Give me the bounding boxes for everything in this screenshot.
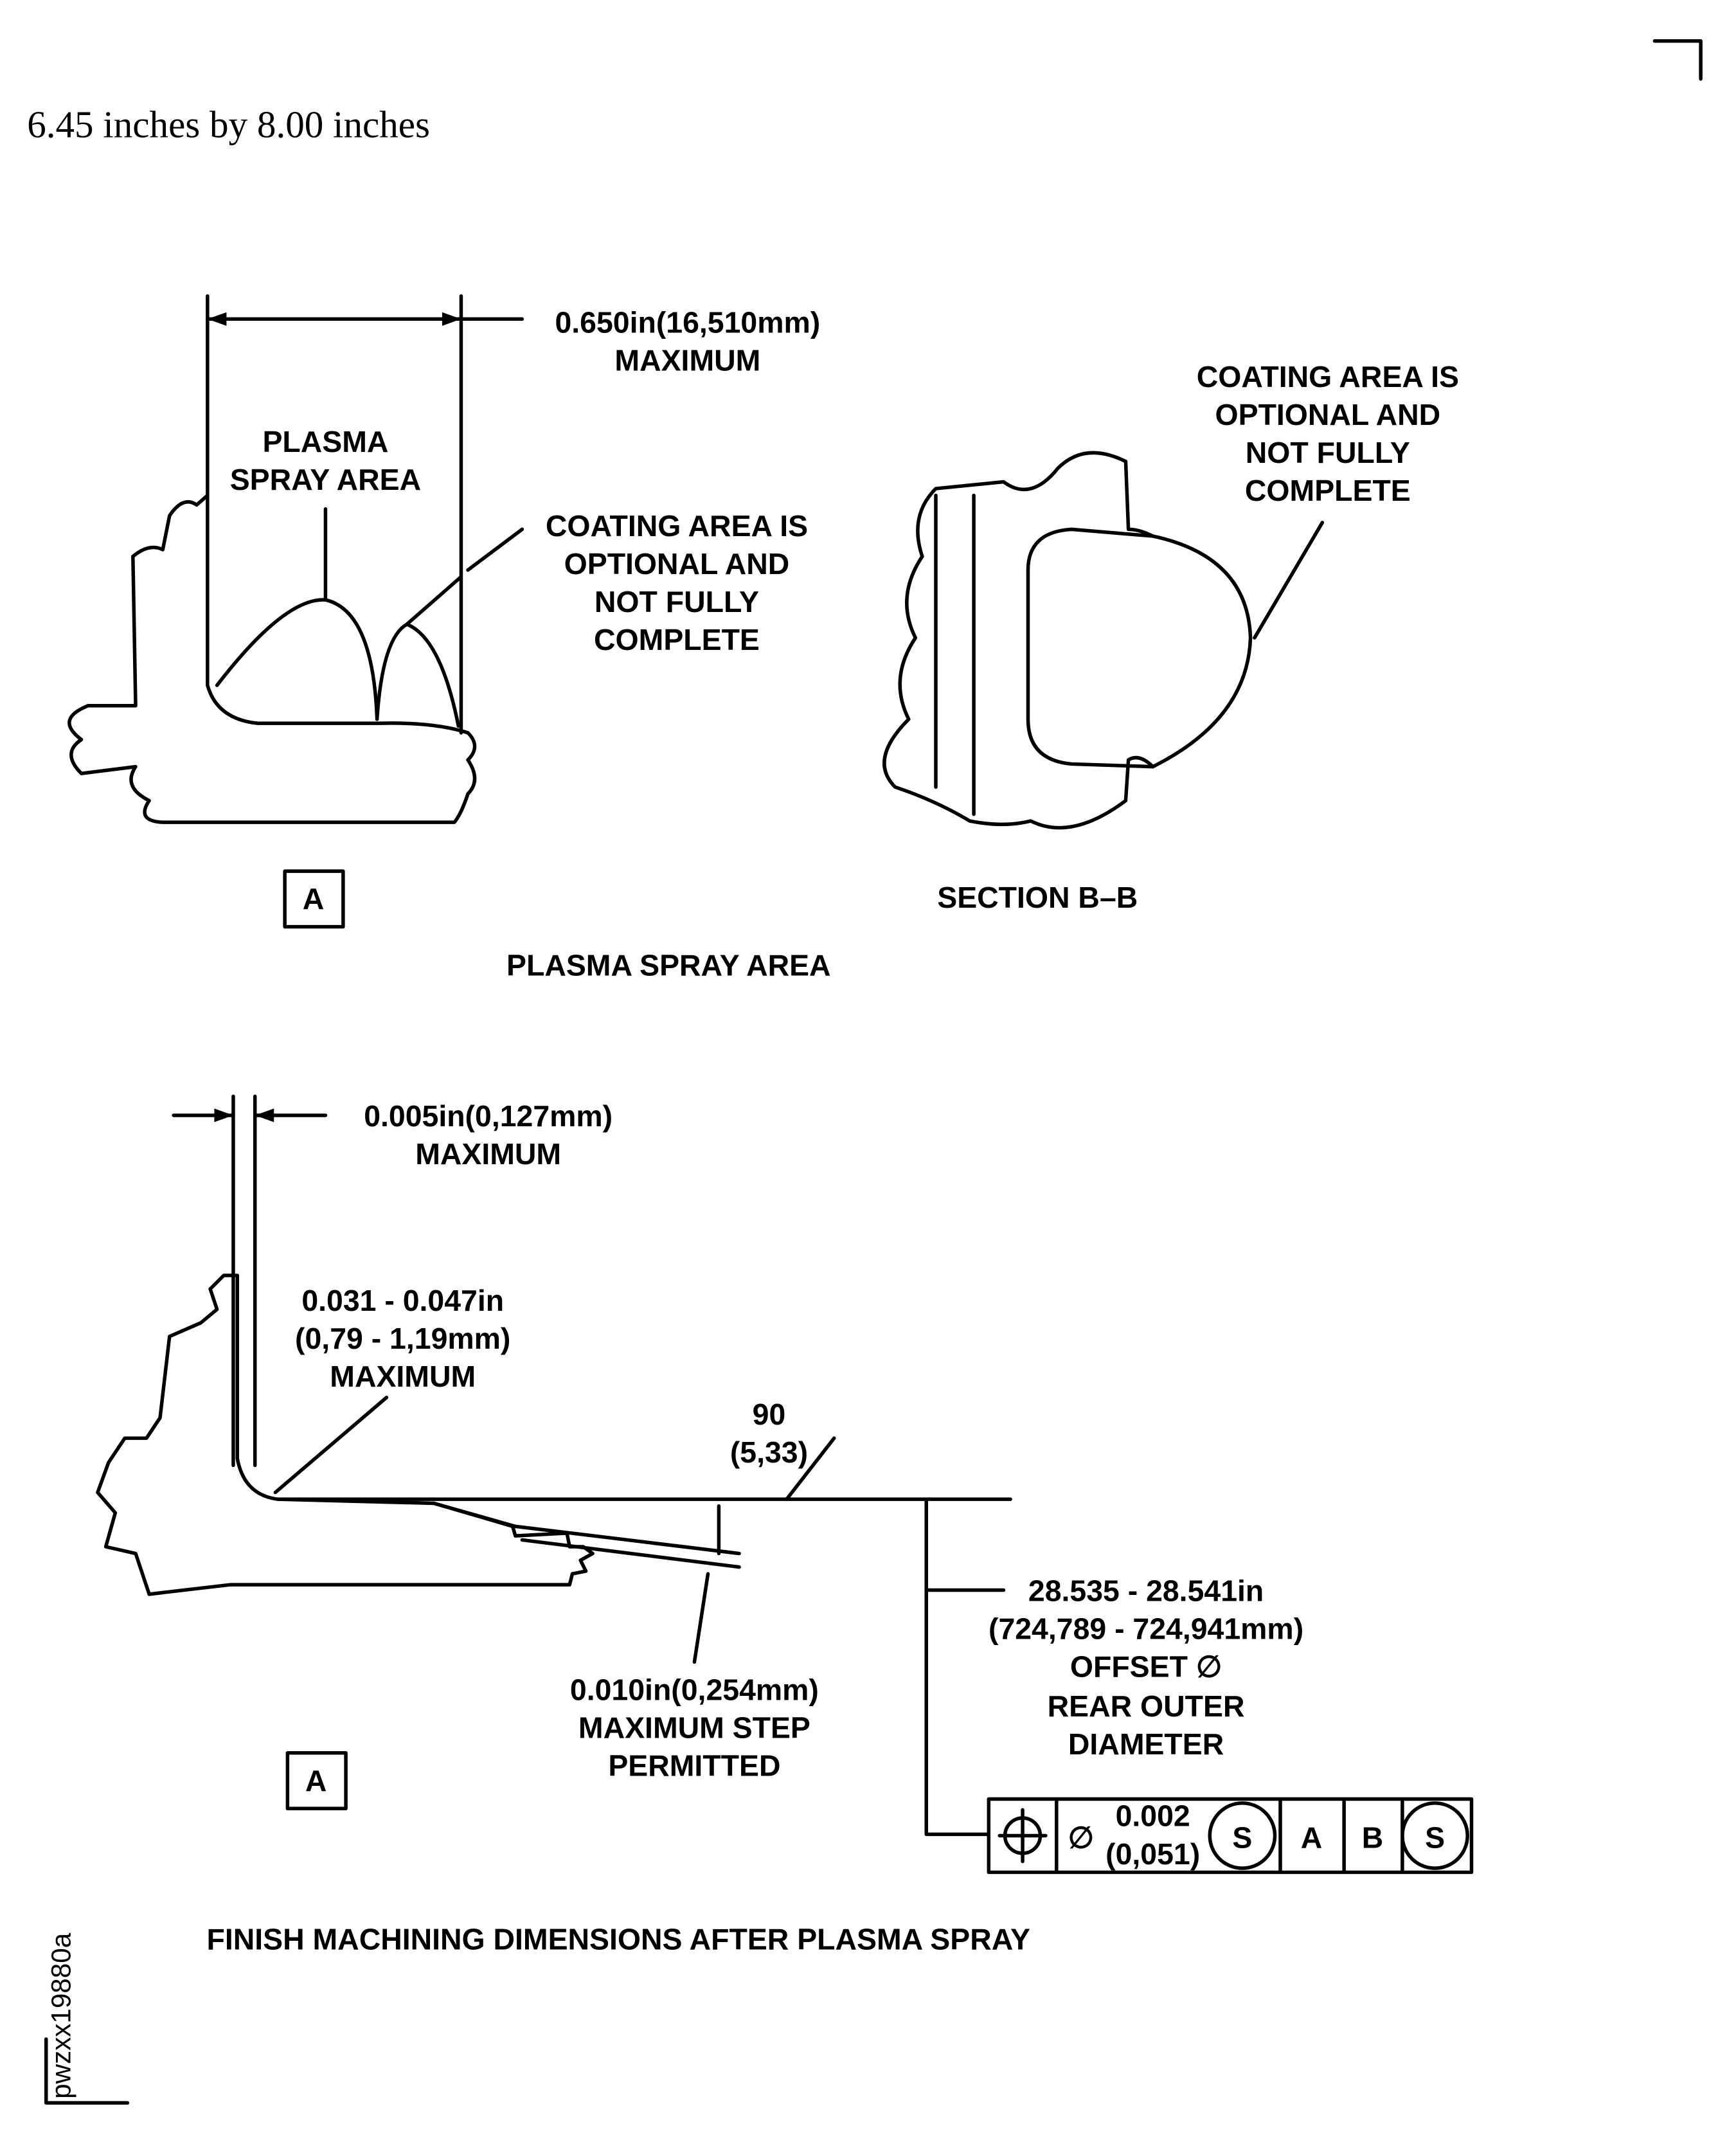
diameter-dim-2: (724,789 - 724,941mm) <box>989 1612 1303 1645</box>
coating-note-left-2: OPTIONAL AND <box>564 547 790 580</box>
surface-finish-metric: (5,33) <box>730 1436 808 1469</box>
fcf-modifier-circle-1 <box>1208 1801 1277 1870</box>
part-outline <box>67 294 477 824</box>
gap-extension-lines <box>231 1094 257 1468</box>
drawing-line <box>1253 521 1325 640</box>
diameter-dim-5: DIAMETER <box>1068 1727 1224 1761</box>
coating-note-right-4: COMPLETE <box>1245 474 1411 507</box>
coating-note-right-3: NOT FULLY <box>1246 436 1410 469</box>
plasma-spray-view: 0.650in(16,510mm) MAXIMUM PLASMA SPRAY A… <box>67 294 820 929</box>
radius-dim-1: 0.031 - 0.047in <box>301 1284 504 1317</box>
view-label-a-bottom: A <box>305 1764 327 1797</box>
fcf-modifier-circle-2 <box>1400 1801 1469 1870</box>
drawing-line <box>998 1808 1048 1864</box>
coating-note-right-1: COATING AREA IS <box>1197 360 1459 393</box>
spray-arc-1 <box>215 598 379 721</box>
drawing-line <box>987 1797 1474 1875</box>
drawing-line <box>405 575 463 626</box>
coating-note-left-3: NOT FULLY <box>595 585 759 618</box>
drawing-line <box>1055 1797 1404 1875</box>
plasma-label-2: SPRAY AREA <box>230 463 421 496</box>
fcf-tolerance: 0.002 <box>1116 1799 1190 1833</box>
view-label-box <box>283 869 345 929</box>
drawing-line <box>214 1108 274 1122</box>
drawing-line <box>785 1436 836 1501</box>
feature-control-frame: ∅ 0.002 (0,051) S A B S <box>987 1797 1474 1875</box>
top-caption: PLASMA SPRAY AREA <box>506 949 831 982</box>
fcf-modifier-2: S <box>1425 1821 1445 1854</box>
corner-mark <box>1652 39 1703 81</box>
coating-note-left-1: COATING AREA IS <box>546 509 808 543</box>
step-dim-3: PERMITTED <box>608 1749 780 1783</box>
radius-dim-3: MAXIMUM <box>330 1360 476 1393</box>
coating-profile <box>1026 527 1253 769</box>
figure-id: pwzxx19880a <box>46 1932 76 2099</box>
section-label: SECTION B–B <box>937 881 1138 914</box>
step-dim-2: MAXIMUM STEP <box>578 1711 810 1745</box>
diameter-dim-4: REAR OUTER <box>1048 1689 1245 1723</box>
view-label-a-top: A <box>303 882 325 915</box>
drawing-line <box>466 527 524 572</box>
size-note: 6.45 inches by 8.00 inches <box>27 104 430 146</box>
drawing-line <box>273 1396 389 1495</box>
step-lines <box>432 1501 741 1569</box>
fcf-diameter-symbol: ∅ <box>1068 1821 1094 1854</box>
drawing-line <box>934 493 976 816</box>
gap-dim-max: MAXIMUM <box>415 1137 561 1171</box>
width-dim-label: 0.650in(16,510mm) <box>555 305 820 339</box>
surface-finish-value: 90 <box>753 1398 786 1431</box>
coating-note-right-2: OPTIONAL AND <box>1215 398 1441 431</box>
section-outline <box>882 451 1155 830</box>
fcf-datum-b: B <box>1362 1821 1384 1854</box>
fcf-tolerance-metric: (0,051) <box>1105 1837 1200 1871</box>
section-b-b-view: COATING AREA IS OPTIONAL AND NOT FULLY C… <box>882 360 1459 914</box>
fcf-datum-a: A <box>1301 1821 1323 1854</box>
drawing-line <box>692 1504 721 1664</box>
view-label-box-bottom <box>285 1751 348 1810</box>
spray-arc-2 <box>375 622 460 728</box>
gap-dim-label: 0.005in(0,127mm) <box>364 1099 613 1133</box>
diameter-dim-1: 28.535 - 28.541in <box>1028 1574 1264 1607</box>
plasma-label-1: PLASMA <box>262 425 388 458</box>
finish-machining-view: 0.005in(0,127mm) MAXIMUM 0.031 - 0.047in… <box>96 1094 1303 1837</box>
figure-id-bracket <box>44 2037 130 2105</box>
width-dim-max: MAXIMUM <box>614 343 760 377</box>
radius-dim-2: (0,79 - 1,19mm) <box>295 1322 510 1355</box>
fcf-modifier-1: S <box>1232 1821 1252 1854</box>
coating-note-left-4: COMPLETE <box>594 623 760 656</box>
drawing-line <box>1123 460 1155 538</box>
diameter-dim-3: OFFSET ∅ <box>1070 1650 1222 1684</box>
step-dim-1: 0.010in(0,254mm) <box>570 1673 819 1706</box>
drawing-line <box>924 1497 989 1837</box>
bottom-caption: FINISH MACHINING DIMENSIONS AFTER PLASMA… <box>207 1923 1030 1956</box>
